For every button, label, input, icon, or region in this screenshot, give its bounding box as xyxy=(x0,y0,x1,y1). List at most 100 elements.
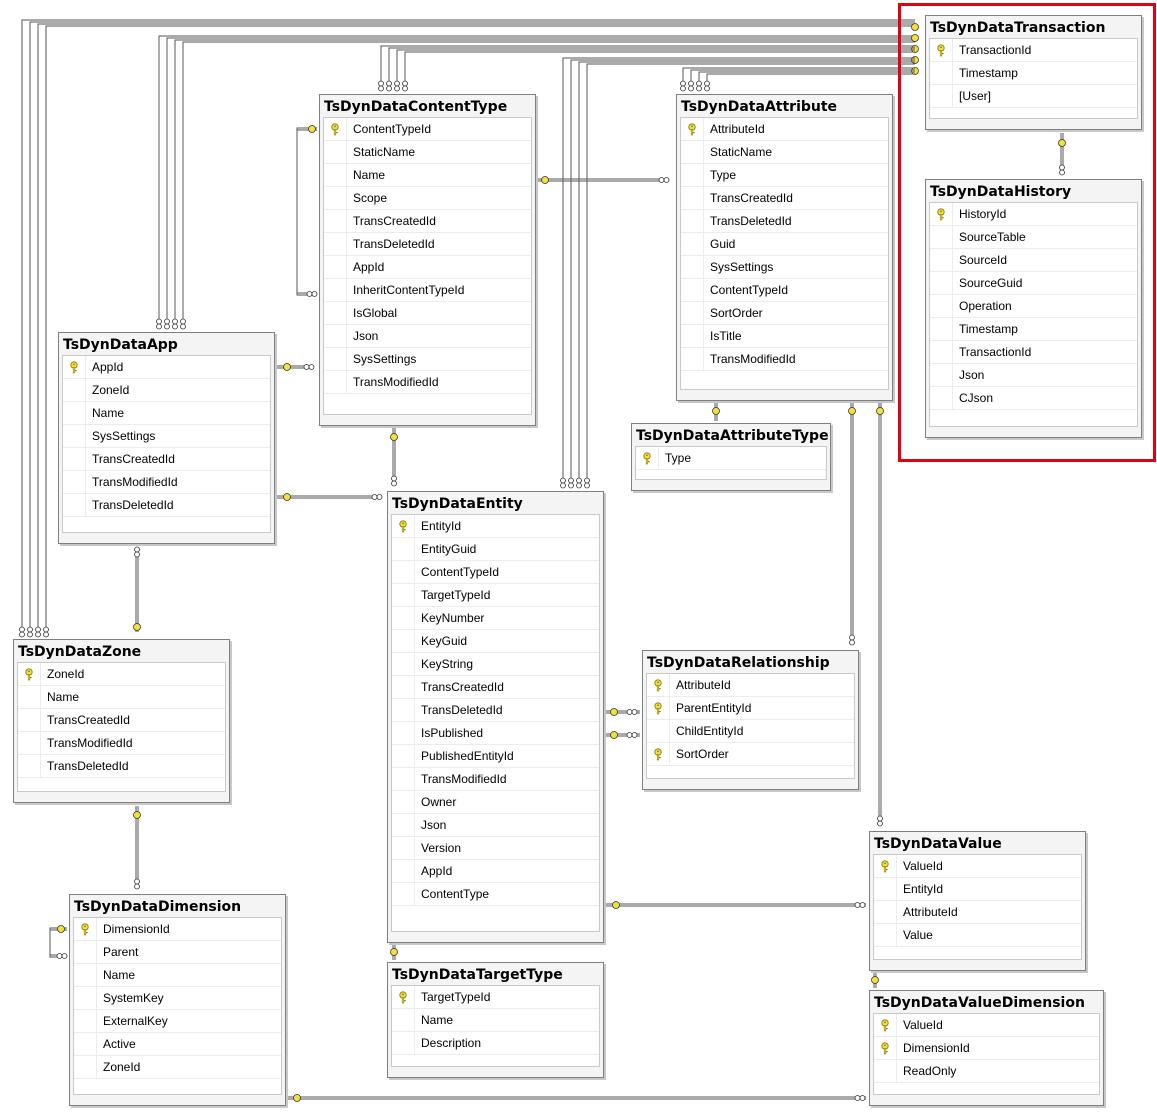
column-row[interactable]: InheritContentTypeId xyxy=(324,279,531,302)
column-row[interactable]: ZoneId xyxy=(74,1056,281,1079)
column-row[interactable]: Name xyxy=(392,1009,599,1032)
relationship-line[interactable] xyxy=(45,25,915,630)
column-row[interactable]: ValueId xyxy=(874,855,1081,878)
column-row[interactable]: Value xyxy=(874,924,1081,947)
column-row[interactable]: AttributeId xyxy=(647,674,854,697)
relationship-line[interactable] xyxy=(296,129,317,296)
column-row[interactable]: KeyNumber xyxy=(392,607,599,630)
relationship-line[interactable] xyxy=(698,71,915,84)
table-title[interactable]: TsDynDataEntity xyxy=(392,496,523,512)
relationship-line[interactable] xyxy=(706,73,915,84)
table-title[interactable]: TsDynDataValue xyxy=(874,836,1002,852)
column-row[interactable]: ReadOnly xyxy=(874,1060,1099,1083)
table-title[interactable]: TsDynDataTargetType xyxy=(392,967,563,983)
column-row[interactable]: ContentTypeId xyxy=(681,279,888,302)
relationship-line[interactable] xyxy=(578,61,915,481)
column-row[interactable]: ContentTypeId xyxy=(324,118,531,141)
relationship-line[interactable] xyxy=(296,127,317,294)
column-row[interactable]: ZoneId xyxy=(18,663,225,686)
column-row[interactable]: TransCreatedId xyxy=(392,676,599,699)
column-row[interactable]: SourceTable xyxy=(930,226,1137,249)
column-row[interactable]: ValueId xyxy=(874,1014,1099,1037)
column-row[interactable]: TransDeletedId xyxy=(18,755,225,778)
relationship-line[interactable] xyxy=(174,39,915,322)
column-row[interactable]: Json xyxy=(324,325,531,348)
column-row[interactable]: TransCreatedId xyxy=(18,709,225,732)
relationship-line[interactable] xyxy=(37,23,915,630)
column-row[interactable]: Version xyxy=(392,837,599,860)
column-row[interactable]: TransactionId xyxy=(930,39,1137,62)
column-row[interactable]: Name xyxy=(63,402,270,425)
relationship-line[interactable] xyxy=(682,67,915,84)
relationship-line[interactable] xyxy=(49,929,67,958)
column-row[interactable]: TransCreatedId xyxy=(63,448,270,471)
column-row[interactable]: Operation xyxy=(930,295,1137,318)
column-row[interactable]: Description xyxy=(392,1032,599,1055)
relationship-line[interactable] xyxy=(570,59,915,481)
column-row[interactable]: SysSettings xyxy=(324,348,531,371)
column-row[interactable]: TransModifiedId xyxy=(18,732,225,755)
column-row[interactable]: TransCreatedId xyxy=(681,187,888,210)
column-row[interactable]: AttributeId xyxy=(874,901,1081,924)
column-row[interactable]: ContentTypeId xyxy=(392,561,599,584)
column-row[interactable]: AppId xyxy=(63,356,270,379)
column-row[interactable]: TransModifiedId xyxy=(63,471,270,494)
column-row[interactable]: TargetTypeId xyxy=(392,986,599,1009)
table-title[interactable]: TsDynDataTransaction xyxy=(930,20,1106,36)
column-row[interactable]: TransDeletedId xyxy=(324,233,531,256)
table-title[interactable]: TsDynDataAttribute xyxy=(681,99,838,115)
column-row[interactable]: Parent xyxy=(74,941,281,964)
column-row[interactable]: Guid xyxy=(681,233,888,256)
column-row[interactable]: StaticName xyxy=(681,141,888,164)
table-title[interactable]: TsDynDataContentType xyxy=(324,99,508,115)
column-row[interactable]: TargetTypeId xyxy=(392,584,599,607)
column-row[interactable]: TransactionId xyxy=(930,341,1137,364)
relationship-line[interactable] xyxy=(380,45,915,84)
column-row[interactable]: SourceGuid xyxy=(930,272,1137,295)
column-row[interactable]: TransDeletedId xyxy=(392,699,599,722)
column-row[interactable]: ZoneId xyxy=(63,379,270,402)
column-row[interactable]: SystemKey xyxy=(74,987,281,1010)
column-row[interactable]: Json xyxy=(392,814,599,837)
table-title[interactable]: TsDynDataRelationship xyxy=(647,655,830,671)
relationship-line[interactable] xyxy=(182,41,915,322)
column-row[interactable]: KeyGuid xyxy=(392,630,599,653)
column-row[interactable]: TransCreatedId xyxy=(324,210,531,233)
column-row[interactable]: SortOrder xyxy=(647,743,854,766)
column-row[interactable]: Name xyxy=(18,686,225,709)
column-row[interactable]: Type xyxy=(636,447,826,470)
table-title[interactable]: TsDynDataDimension xyxy=(74,899,242,915)
column-row[interactable]: SysSettings xyxy=(681,256,888,279)
column-row[interactable]: KeyString xyxy=(392,653,599,676)
column-row[interactable]: AppId xyxy=(392,860,599,883)
column-row[interactable]: [User] xyxy=(930,85,1137,108)
column-row[interactable]: SysSettings xyxy=(63,425,270,448)
table-title[interactable]: TsDynDataValueDimension xyxy=(874,995,1085,1011)
column-row[interactable]: DimensionId xyxy=(874,1037,1099,1060)
table-title[interactable]: TsDynDataAttributeType xyxy=(636,428,829,444)
column-row[interactable]: ContentType xyxy=(392,883,599,906)
column-row[interactable]: PublishedEntityId xyxy=(392,745,599,768)
column-row[interactable]: EntityGuid xyxy=(392,538,599,561)
column-row[interactable]: Timestamp xyxy=(930,318,1137,341)
column-row[interactable]: Active xyxy=(74,1033,281,1056)
relationship-line[interactable] xyxy=(396,49,915,84)
column-row[interactable]: TransModifiedId xyxy=(392,768,599,791)
column-row[interactable]: TransDeletedId xyxy=(681,210,888,233)
relationship-line[interactable] xyxy=(158,35,915,322)
relationship-line[interactable] xyxy=(21,19,915,630)
column-row[interactable]: Name xyxy=(324,164,531,187)
column-row[interactable]: DimensionId xyxy=(74,918,281,941)
column-row[interactable]: Scope xyxy=(324,187,531,210)
